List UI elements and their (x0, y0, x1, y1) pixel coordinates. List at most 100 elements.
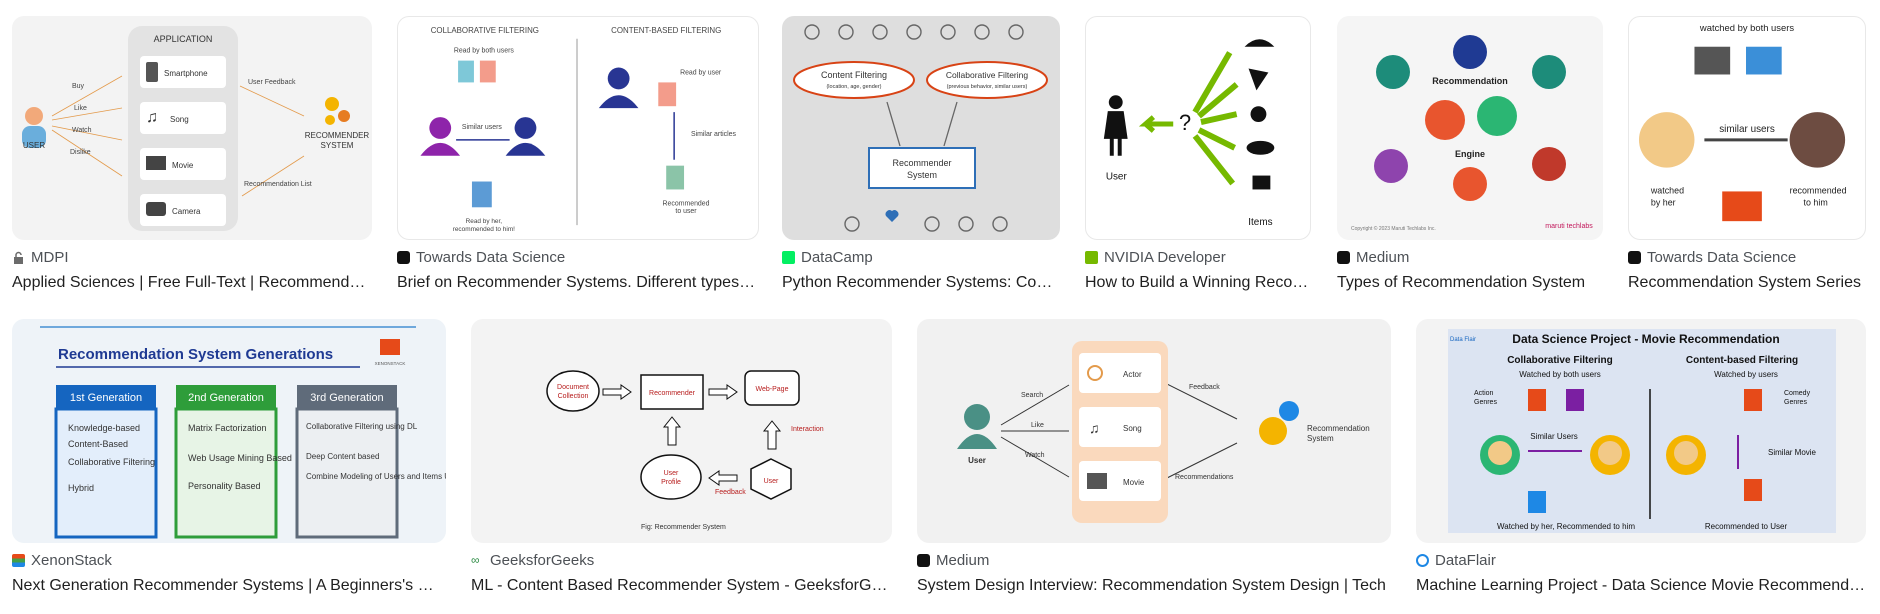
label: watched by both users (1699, 22, 1794, 33)
result-card-4[interactable]: User ? Items NVIDIA Developer How to Bui… (1085, 16, 1311, 296)
label: Search (1021, 392, 1043, 399)
diagram-system-design: User Search Like Watch Feedback Recommen… (957, 341, 1370, 523)
gfg-icon: ∞ (471, 553, 480, 567)
label: Song (1123, 424, 1142, 433)
label: Feedback (715, 489, 746, 496)
medium-icon (917, 554, 930, 567)
diagram-recommender-application: APPLICATION Smartphone ♫ Song Movie Came… (22, 26, 370, 231)
result-card-10[interactable]: Data Flair Data Science Project - Movie … (1416, 319, 1866, 605)
result-source[interactable]: NVIDIA Developer (1085, 249, 1226, 266)
result-thumbnail[interactable]: Document Collection Recommender Web-Page… (471, 319, 892, 543)
svg-text:♫: ♫ (1089, 420, 1100, 436)
diagram-filtering-types: Content Filtering (location, age, gender… (793, 24, 1048, 232)
result-source[interactable]: Medium (917, 552, 989, 569)
result-title[interactable]: How to Build a Winning Recommendation Sy… (1085, 274, 1311, 291)
column-label: 2nd Generation (188, 392, 264, 404)
source-name: Towards Data Science (1647, 249, 1797, 266)
result-title[interactable]: Brief on Recommender Systems. Different … (397, 274, 759, 291)
result-thumbnail[interactable]: COLLABORATIVE FILTERING CONTENT-BASED FI… (397, 16, 759, 240)
result-title[interactable]: Python Recommender Systems: Content Base… (782, 274, 1060, 291)
cbf-heading: CONTENT-BASED FILTERING (611, 26, 721, 35)
brand: Data Flair (1450, 337, 1476, 343)
label: Interaction (791, 426, 824, 433)
result-title[interactable]: ML - Content Based Recommender System - … (471, 577, 892, 594)
result-thumbnail[interactable]: APPLICATION Smartphone ♫ Song Movie Came… (12, 16, 372, 240)
caption: Fig: Recommender System (641, 524, 726, 531)
medium-icon (1337, 251, 1350, 264)
result-source[interactable]: Towards Data Science (397, 249, 565, 266)
label: recommended (1790, 185, 1847, 195)
label: Recommendation (1432, 76, 1508, 86)
label: (location, age, gender) (826, 84, 881, 90)
result-title[interactable]: Recommendation System Series (1628, 274, 1861, 291)
result-card-6[interactable]: watched by both users similar users watc… (1628, 16, 1866, 296)
result-source[interactable]: DataCamp (782, 249, 873, 266)
result-card-3[interactable]: Content Filtering (location, age, gender… (782, 16, 1060, 296)
system-label: RECOMMENDER (305, 131, 370, 140)
result-card-9[interactable]: User Search Like Watch Feedback Recommen… (917, 319, 1391, 605)
action-label: Dislike (70, 149, 91, 156)
result-thumbnail[interactable]: User Search Like Watch Feedback Recommen… (917, 319, 1391, 543)
result-thumbnail[interactable]: Recommendation Engine Copyright © 2023 M… (1337, 16, 1603, 240)
label: Watch (1025, 452, 1045, 459)
label: Content Filtering (821, 70, 887, 80)
result-title[interactable]: Applied Sciences | Free Full-Text | Reco… (12, 274, 372, 291)
label: Read by user (680, 69, 722, 76)
column-item: Knowledge-based (68, 423, 140, 433)
action-label: Buy (72, 83, 85, 90)
brand: XENONSTACK (375, 361, 406, 366)
result-thumbnail[interactable]: Content Filtering (location, age, gender… (782, 16, 1060, 240)
item-label: Movie (172, 161, 194, 170)
result-source[interactable]: Medium (1337, 249, 1409, 266)
diagram-recommendation-engine: Recommendation Engine Copyright © 2023 M… (1351, 35, 1593, 232)
xenonstack-icon (12, 554, 25, 567)
brand: maruti techlabs (1545, 223, 1593, 230)
column-label: 1st Generation (70, 392, 142, 404)
result-title[interactable]: Machine Learning Project - Data Science … (1416, 577, 1866, 594)
label: Read by her, (466, 218, 503, 225)
label: Similar Movie (1768, 448, 1817, 457)
label: (previous behavior, similar users) (947, 84, 1028, 90)
column-item: Personality Based (188, 481, 261, 491)
label: System (907, 170, 937, 180)
result-card-7[interactable]: Recommendation System Generations XENONS… (12, 319, 446, 605)
label: Web-Page (756, 386, 789, 393)
label: User (764, 478, 779, 485)
result-source[interactable]: XenonStack (12, 552, 112, 569)
label: recommended to him! (453, 226, 515, 233)
result-card-2[interactable]: COLLABORATIVE FILTERING CONTENT-BASED FI… (397, 16, 759, 296)
label: Genres (1784, 399, 1807, 406)
tds-icon (397, 251, 410, 264)
result-title[interactable]: Next Generation Recommender Systems | A … (12, 577, 446, 594)
result-card-1[interactable]: APPLICATION Smartphone ♫ Song Movie Came… (12, 16, 372, 296)
heading: Recommendation System Generations (58, 346, 333, 363)
label: User (968, 456, 986, 465)
result-title[interactable]: System Design Interview: Recommendation … (917, 577, 1386, 594)
result-card-8[interactable]: Document Collection Recommender Web-Page… (471, 319, 892, 605)
result-title[interactable]: Types of Recommendation System (1337, 274, 1586, 291)
item-label: Camera (172, 207, 201, 216)
result-thumbnail[interactable]: watched by both users similar users watc… (1628, 16, 1866, 240)
result-card-5[interactable]: Recommendation Engine Copyright © 2023 M… (1337, 16, 1603, 296)
label: by her (1651, 197, 1676, 207)
result-source[interactable]: DataFlair (1416, 552, 1496, 569)
diagram-movie-recommendation: Data Flair Data Science Project - Movie … (1448, 329, 1836, 533)
result-thumbnail[interactable]: User ? Items (1085, 16, 1311, 240)
label: Recommendations (1175, 474, 1234, 481)
result-thumbnail[interactable]: Recommendation System Generations XENONS… (12, 319, 446, 543)
column-item: Collaborative Filtering using DL (306, 422, 418, 431)
result-source[interactable]: Towards Data Science (1628, 249, 1796, 266)
dataflair-icon (1416, 554, 1429, 567)
result-thumbnail[interactable]: Data Flair Data Science Project - Movie … (1416, 319, 1866, 543)
svg-text:♫: ♫ (146, 109, 158, 126)
nvidia-icon (1085, 251, 1098, 264)
result-source[interactable]: MDPI (12, 249, 69, 266)
item-label: Smartphone (164, 69, 208, 78)
app-label: APPLICATION (154, 34, 213, 44)
label: Genres (1474, 399, 1497, 406)
diagram-similar-users: watched by both users similar users watc… (1638, 22, 1847, 222)
result-source[interactable]: ∞ GeeksforGeeks (471, 552, 594, 569)
items-label: Items (1248, 217, 1272, 228)
label: Recommendation (1307, 424, 1370, 433)
column-item: Matrix Factorization (188, 423, 267, 433)
